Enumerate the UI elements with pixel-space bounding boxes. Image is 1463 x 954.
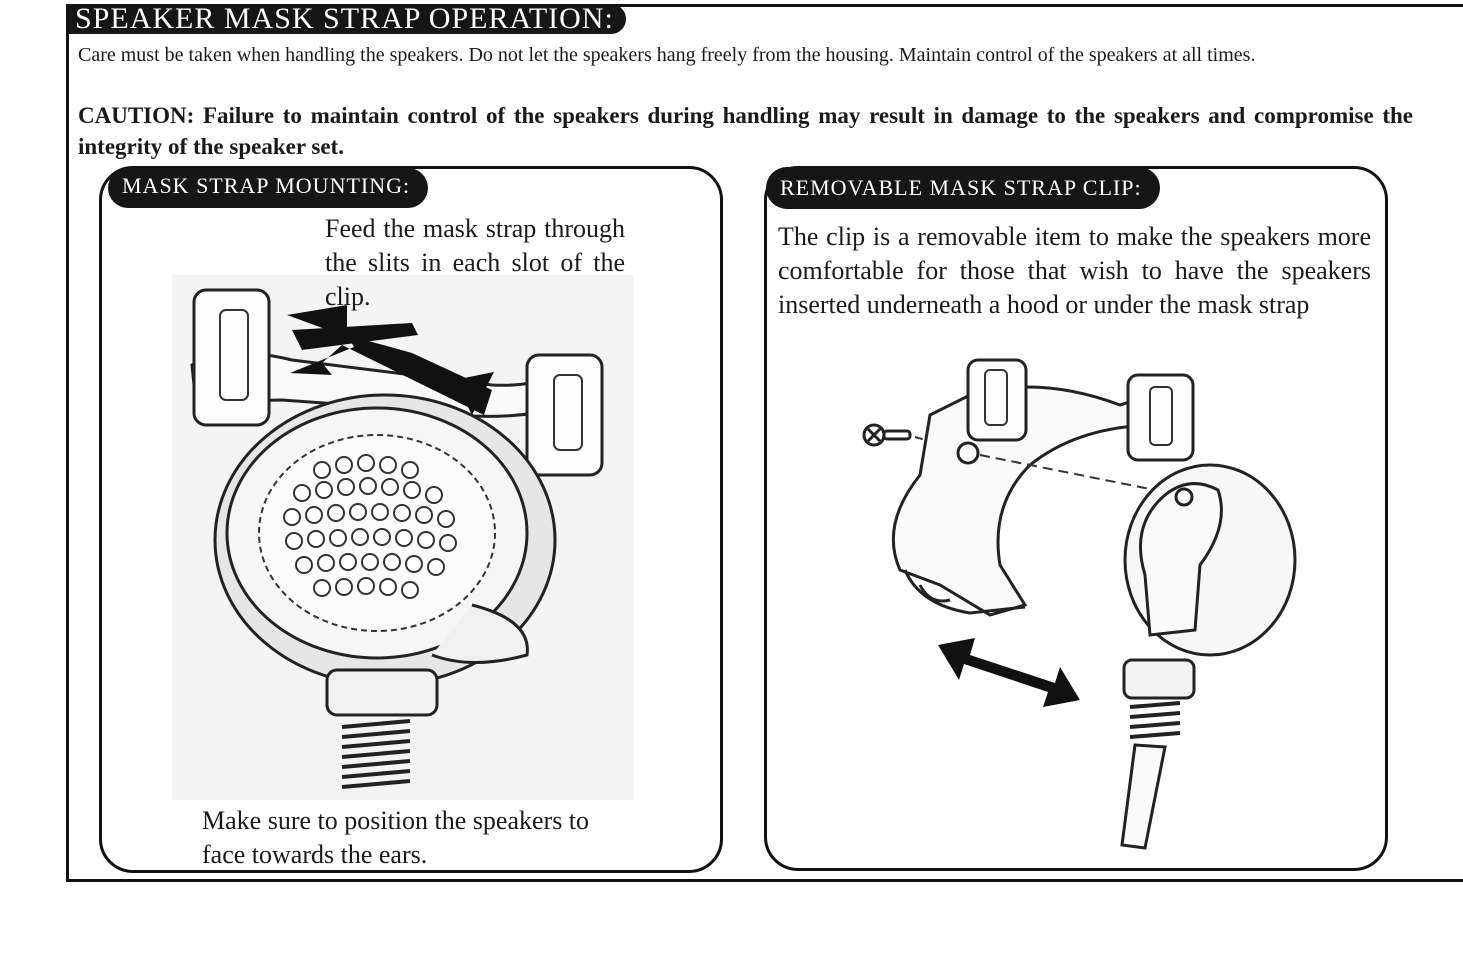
removable-clip-heading: REMOVABLE MASK STRAP CLIP: xyxy=(766,167,1160,209)
feed-instruction: Feed the mask strap through the slits in… xyxy=(325,214,625,311)
caution-paragraph: CAUTION: Failure to maintain control of … xyxy=(78,103,1413,159)
intro-paragraph: Care must be taken when handling the spe… xyxy=(78,44,1256,66)
mask-strap-mounting-panel xyxy=(99,166,723,873)
speaker-clip-illustration-icon xyxy=(172,275,634,800)
exploded-clip-illustration-icon xyxy=(862,358,1297,850)
clip-description: The clip is a removable item to make the… xyxy=(778,222,1371,319)
page-title: SPEAKER MASK STRAP OPERATION: xyxy=(69,4,626,34)
page-frame xyxy=(66,4,1463,882)
position-instruction: Make sure to position the speakers to fa… xyxy=(202,806,590,869)
mask-strap-mounting-heading: MASK STRAP MOUNTING: xyxy=(108,168,429,208)
